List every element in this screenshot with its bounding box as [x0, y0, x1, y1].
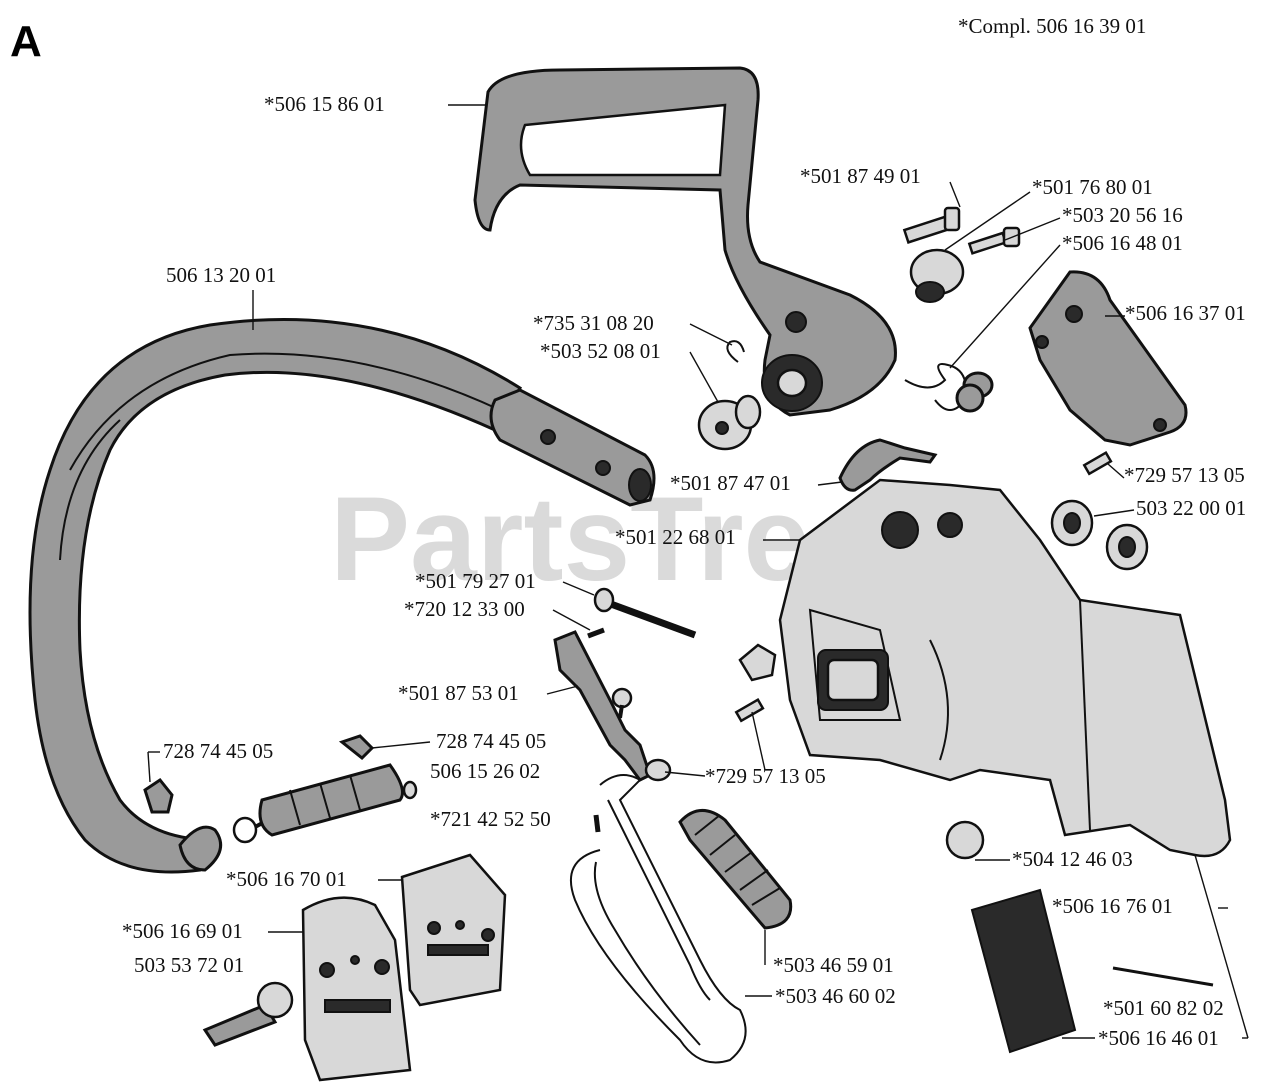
label-screw-c: *729 57 13 05 — [705, 764, 826, 788]
plate-b-part — [301, 896, 412, 1082]
bushing-part — [909, 248, 965, 303]
label-nut-l1: 728 74 45 05 — [163, 739, 273, 763]
label-screw-a: *503 20 56 16 — [1062, 203, 1183, 227]
spring-b-part — [678, 809, 793, 930]
label-plate-b: *506 16 69 01 — [122, 919, 243, 943]
band-part — [570, 774, 747, 1064]
front-handle-part — [28, 317, 656, 874]
label-guard: *506 16 76 01 — [1052, 894, 1173, 918]
housing-part — [778, 478, 1232, 858]
latch-part — [838, 438, 938, 492]
cover-plate-part — [1028, 270, 1188, 447]
label-front-handle: 506 13 20 01 — [166, 263, 276, 287]
label-screw-b: *729 57 13 05 — [1124, 463, 1245, 487]
nut-l2-part — [338, 734, 375, 761]
label-latch: *501 87 47 01 — [670, 471, 791, 495]
label-handle: *506 15 86 01 — [264, 92, 385, 116]
label-nut-l2: 728 74 45 05 — [436, 729, 546, 753]
rivet-part — [1112, 966, 1214, 987]
label-pin: *720 12 33 00 — [404, 597, 525, 621]
label-spring-b: *503 46 59 01 — [773, 953, 894, 977]
label-nut: 503 22 00 01 — [1136, 496, 1246, 520]
label-cap: *504 12 46 03 — [1012, 847, 1133, 871]
plate-a-part — [400, 853, 507, 1007]
nut-part — [1050, 499, 1149, 571]
label-rivet: *501 60 82 02 — [1103, 996, 1224, 1020]
pad-part — [970, 888, 1077, 1054]
label-plate-a: *506 16 70 01 — [226, 867, 347, 891]
label-bolt-b: 503 53 72 01 — [134, 953, 244, 977]
lever-part — [553, 630, 672, 782]
label-lever: *501 87 53 01 — [398, 681, 519, 705]
rod-part — [593, 587, 697, 639]
screw-b-part — [1082, 450, 1113, 476]
screw-c-part — [611, 687, 765, 723]
section-letter: A — [10, 17, 42, 66]
label-band: *503 46 60 02 — [775, 984, 896, 1008]
label-pad: *506 16 46 01 — [1098, 1026, 1219, 1050]
pivot-part — [697, 394, 762, 451]
bolt-a-part — [902, 206, 961, 244]
rear-handle-part — [473, 66, 897, 417]
vibration-damper-part — [232, 763, 418, 844]
nut-l1-part — [143, 777, 174, 814]
cap-part — [945, 820, 985, 860]
pin-b-part — [593, 814, 601, 833]
label-bushing: *501 76 80 01 — [1032, 175, 1153, 199]
label-spring-a: *506 16 48 01 — [1062, 231, 1183, 255]
label-pivot: *503 52 08 01 — [540, 339, 661, 363]
watermark: PartsTree — [330, 472, 877, 606]
label-vibration-damper: 506 15 26 02 — [430, 759, 540, 783]
label-rod: *501 79 27 01 — [415, 569, 536, 593]
spring-a-part — [904, 363, 994, 413]
stop-part — [738, 643, 777, 682]
bolt-b-part — [202, 981, 294, 1047]
label-stop: *501 22 68 01 — [615, 525, 736, 549]
label-bolt-a: *501 87 49 01 — [800, 164, 921, 188]
label-cover-plate: *506 16 37 01 — [1125, 301, 1246, 325]
pin-part — [587, 627, 605, 639]
ring-part — [726, 340, 745, 363]
screw-a-part — [967, 226, 1021, 255]
assembly-note: *Compl. 506 16 39 01 — [958, 14, 1146, 38]
label-ring: *735 31 08 20 — [533, 311, 654, 335]
label-pin-b: *721 42 52 50 — [430, 807, 551, 831]
